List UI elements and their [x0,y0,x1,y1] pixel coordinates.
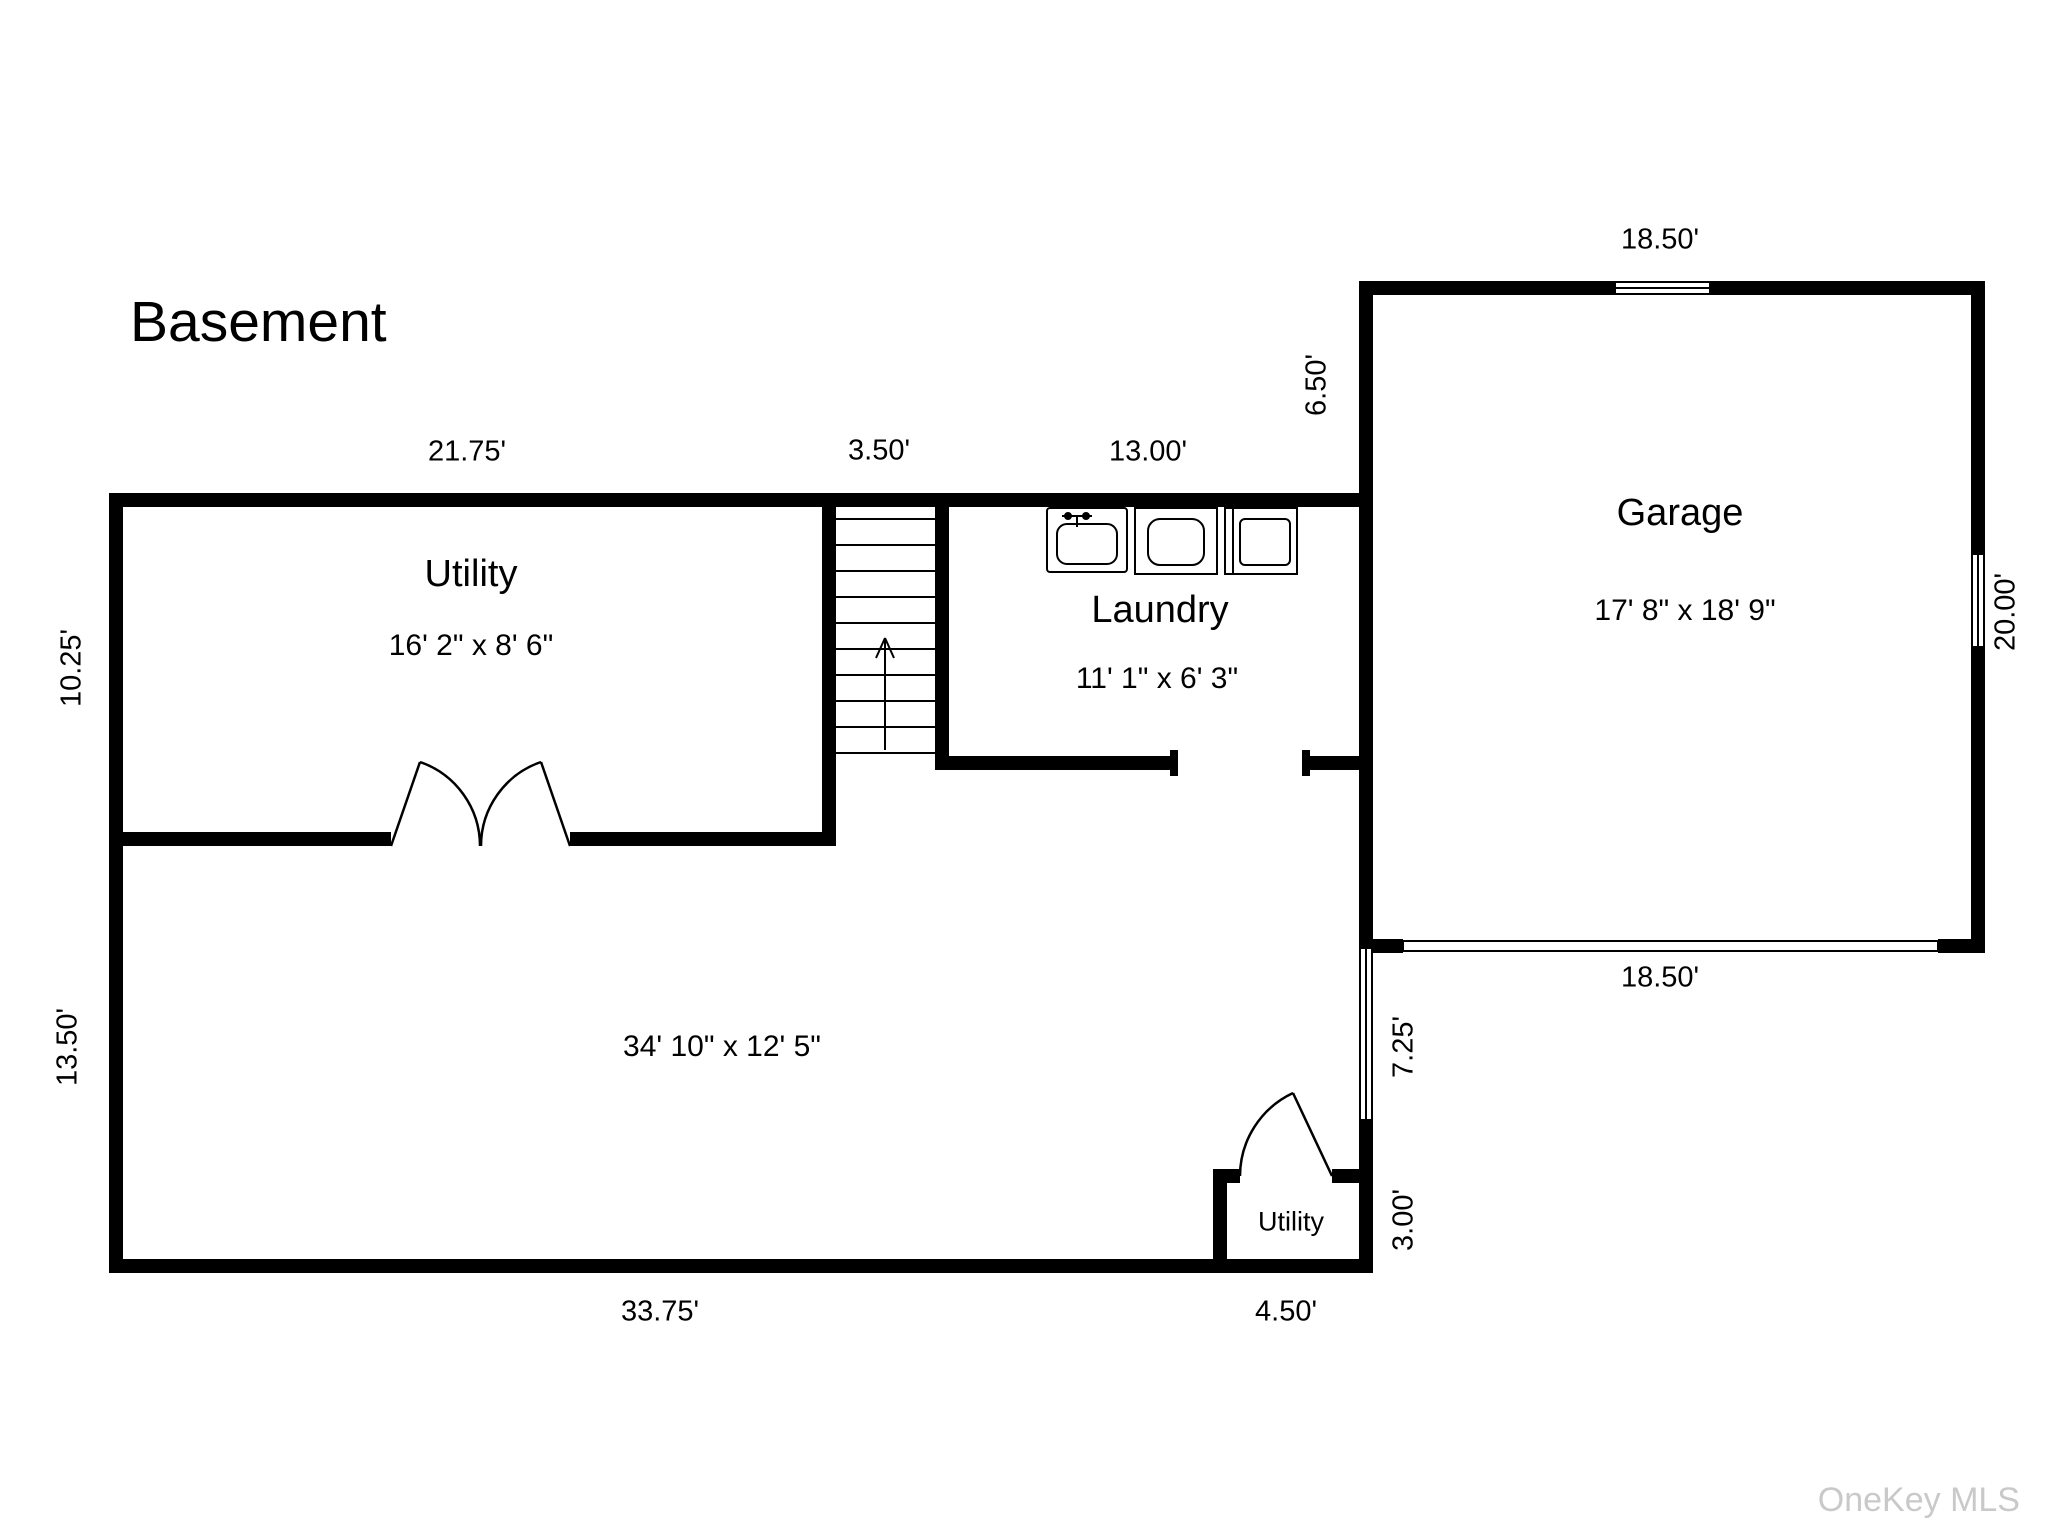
dim-bottom-main: 33.75' [620,1295,700,1328]
wall-segment [1938,939,1985,953]
wall-segment [822,493,836,846]
dim-top-stairs: 3.50' [848,434,910,467]
laundry-fixtures [1046,507,1298,575]
wall-segment [1359,281,1373,948]
wall-segment [1971,647,1985,953]
utility-room-dimensions: 16' 2" x 8' 6" [388,629,554,662]
laundry-room-dimensions: 11' 1" x 6' 3" [1075,662,1239,695]
garage-room-dimensions: 17' 8" x 18' 9" [1594,594,1776,627]
dryer-icon [1224,507,1298,575]
garage-door [1402,940,1939,952]
wall-segment [1710,281,1985,295]
wall-segment [1310,756,1359,770]
dim-bottom-closet: 4.50' [1255,1295,1317,1328]
wall-segment [935,756,1178,770]
windows [1359,281,1985,1121]
dim-left-upper: 10.25' [55,628,88,708]
dim-top-utility: 21.75' [427,435,507,468]
dim-garage-bottom: 18.50' [1620,961,1700,994]
wall-segment [570,832,836,846]
wall-segment [109,832,391,846]
garage-right-window [1971,553,1985,648]
wall-segment [109,493,1359,507]
wall-segment [1213,1169,1227,1273]
washer-icon [1134,507,1218,575]
plan-title: Basement [130,290,387,354]
basement-right-window [1359,947,1373,1121]
garage-room-label: Garage [1616,492,1744,534]
dim-left-lower: 13.50' [51,1007,84,1087]
wall-segment [1971,281,1985,554]
watermark: OneKey MLS [1817,1481,2020,1519]
laundry-sink-icon [1046,507,1128,573]
door-jamb [1302,750,1310,776]
stair-direction-arrow [875,637,895,750]
utility-room-label: Utility [424,553,518,595]
dim-right-lower: 3.00' [1387,1189,1420,1251]
wall-segment [1213,1169,1240,1183]
utility-closet-label: Utility [1258,1206,1324,1237]
wall-segment [1332,1169,1373,1183]
wall-segment [935,493,949,770]
doors [389,760,1334,1177]
walls [109,281,1985,1273]
laundry-room-label: Laundry [1091,589,1229,631]
wall-segment [1359,281,1615,295]
wall-segment [109,493,123,1273]
door-jamb [1170,750,1178,776]
dim-top-laundry: 13.00' [1108,435,1188,468]
utility-double-door [389,760,572,847]
wall-segment [1359,1120,1373,1273]
main-room-dimensions: 34' 10" x 12' 5" [623,1030,821,1063]
staircase [836,518,935,754]
dim-garage-left: 6.50' [1300,354,1333,416]
garage-top-window [1614,281,1711,295]
dim-garage-right: 20.00' [1989,572,2022,652]
wall-segment [109,1259,1373,1273]
closet-door [1238,1091,1334,1177]
dim-garage-top: 18.50' [1620,223,1700,256]
dim-right-window: 7.25' [1387,1016,1420,1078]
